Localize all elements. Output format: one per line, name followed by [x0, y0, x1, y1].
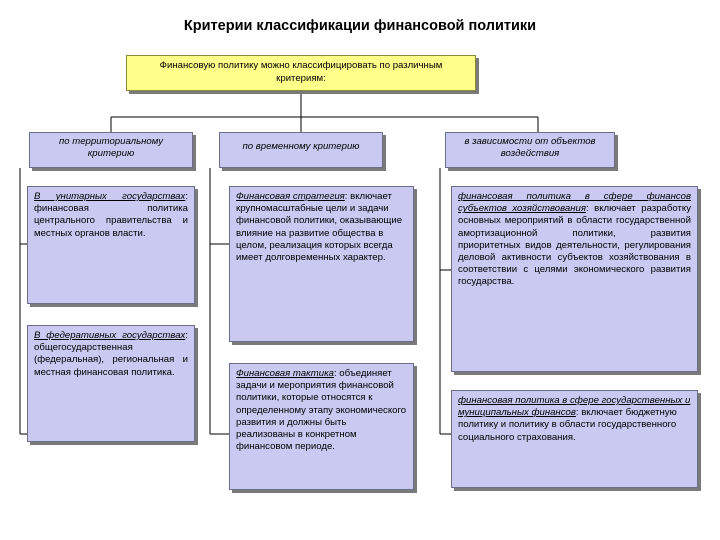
unitary-text: : финансовая политика центрального прави… [34, 191, 188, 239]
header-temporal: по временному критерию [219, 132, 383, 168]
territorial-federal-box: В федеративных государствах: общегосудар… [27, 325, 195, 442]
tactics-lead: Финансовая тактика [236, 368, 334, 379]
federal-text: : общегосударственная (федеральная), рег… [34, 330, 188, 378]
enterprise-finance-lead: финансовая политика в сфере финансов суб… [458, 191, 691, 215]
root-box: Финансовую политику можно классифицирова… [126, 55, 476, 91]
temporal-tactics-box: Финансовая тактика: объединяет задачи и … [229, 363, 414, 490]
header-territorial: по территориальному критерию [29, 132, 193, 168]
objects-enterprise-finance-box: финансовая политика в сфере финансов суб… [451, 186, 698, 372]
public-finance-lead: финансовая политика в сфере государствен… [458, 395, 691, 419]
enterprise-finance-text: : включает разработку основных мероприят… [458, 203, 691, 288]
diagram-title: Критерии классификации финансовой полити… [183, 18, 537, 34]
strategy-lead: Финансовая стратегия [236, 191, 345, 202]
territorial-unitary-box: В унитарных государствах: финансовая пол… [27, 186, 195, 304]
header-objects: в зависимости от объектов воздействия [445, 132, 615, 168]
unitary-lead: В унитарных государствах [34, 191, 186, 202]
strategy-text: : включает крупномасштабные цели и задач… [236, 191, 403, 264]
temporal-strategy-box: Финансовая стратегия: включает крупномас… [229, 186, 414, 342]
tactics-text: : объединяет задачи и мероприятия финанс… [236, 368, 407, 453]
federal-lead: В федеративных государствах [34, 330, 186, 341]
public-finance-text: : включает бюджетную политику и политику… [458, 407, 677, 443]
objects-public-finance-box: финансовая политика в сфере государствен… [451, 390, 698, 488]
